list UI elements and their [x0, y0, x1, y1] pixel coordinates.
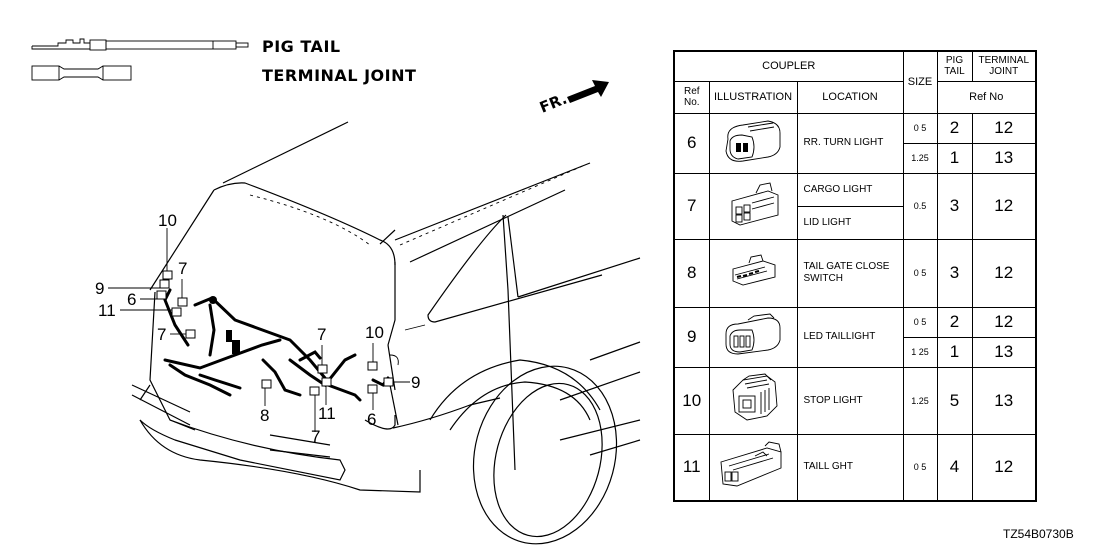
- callout-7-lower-left: 7: [157, 325, 167, 344]
- location-cell: TAIL GATE CLOSE SWITCH: [796, 238, 904, 308]
- header-location: LOCATION: [796, 80, 904, 114]
- ref-cell: 8: [673, 238, 710, 308]
- connector-markers: [156, 270, 394, 396]
- size-cell: 0 5: [902, 433, 938, 502]
- terminal-joint-label: TERMINAL JOINT: [262, 66, 417, 85]
- table-row: 1 25 1 13: [674, 336, 1037, 368]
- illustration-cell: [708, 112, 798, 174]
- size-cell: 0 5: [902, 238, 938, 308]
- wire-harness: [163, 288, 390, 402]
- table-row: 9 LED TAILLIGHT 0 5 2 12: [673, 306, 1037, 368]
- legend-illustrations: [31, 38, 249, 81]
- connector-square-latch-icon: [732, 373, 778, 421]
- terminal-joint-cell: 12: [971, 238, 1037, 308]
- pig-tail-cell: 1: [936, 336, 973, 368]
- location-cell: TAILL GHT: [796, 433, 904, 502]
- terminal-joint-cell: 13: [971, 366, 1037, 435]
- connector-small-flat-icon: [732, 253, 776, 285]
- location-cell: LID LIGHT: [796, 205, 904, 240]
- callout-6-left: 6: [127, 290, 137, 309]
- header-size: SIZE: [902, 50, 938, 114]
- illustration-cell: [708, 366, 798, 435]
- terminal-joint-cell: 12: [971, 112, 1037, 144]
- table-row: 1.25 1 13: [674, 142, 1037, 174]
- header-terminal-joint-text: TERMINAL JOINT: [978, 55, 1030, 78]
- ref-cell: 9: [673, 306, 710, 368]
- header-pig-tail-text: PIG TAIL: [944, 55, 965, 78]
- vehicle-body-outline: [131, 121, 641, 545]
- size-cell: 0 5: [902, 112, 938, 144]
- terminal-joint-cell: 12: [971, 172, 1037, 240]
- size-cell: 1 25: [902, 336, 938, 368]
- pig-tail-cell: 2: [936, 112, 973, 144]
- diagram-part-code: TZ54B0730B: [1003, 527, 1074, 541]
- callout-7-bottom: 7: [311, 427, 321, 446]
- ref-cell: 6: [673, 112, 710, 174]
- pig-tail-label: PIG TAIL: [262, 37, 341, 56]
- callout-11-center: 11: [318, 404, 336, 423]
- size-cell: 0 5: [902, 306, 938, 338]
- location-cell: LED TAILLIGHT: [796, 306, 904, 368]
- callout-7-upper-left: 7: [178, 259, 188, 278]
- illustration-cell: [708, 433, 798, 502]
- callout-leader-lines: [108, 228, 410, 432]
- vehicle-harness-diagram: [108, 121, 641, 545]
- location-cell: STOP LIGHT: [796, 366, 904, 435]
- illustration-cell: [708, 172, 798, 240]
- header-ref-no-text: Ref No.: [683, 86, 700, 108]
- pig-tail-cell: 3: [936, 172, 973, 240]
- header-coupler: COUPLER: [673, 50, 904, 82]
- header-ref-no: Ref No.: [673, 80, 710, 114]
- illustration-cell: [708, 306, 798, 368]
- pig-tail-cell: 3: [936, 238, 973, 308]
- pig-tail-icon: [31, 38, 249, 51]
- terminal-joint-cell: 12: [971, 306, 1037, 338]
- terminal-joint-cell: 13: [971, 142, 1037, 174]
- ref-cell: 7: [673, 172, 710, 240]
- table-row: 7 CARGO LIGHT 0.5 3 12: [673, 172, 1037, 240]
- header-pig-tail: PIG TAIL: [936, 50, 973, 82]
- callout-11-left: 11: [98, 301, 116, 320]
- header-ref-no-sub: Ref No: [936, 80, 1037, 114]
- illustration-cell: [708, 238, 798, 308]
- terminal-joint-cell: 12: [971, 433, 1037, 502]
- callout-9-left: 9: [95, 279, 105, 298]
- coupler-table: COUPLER SIZE PIG TAIL TERMINAL JOINT Ref…: [673, 50, 1037, 502]
- pig-tail-cell: 4: [936, 433, 973, 502]
- callout-7-center: 7: [317, 325, 327, 344]
- connector-3pin-oval-icon: [725, 313, 781, 354]
- location-cell: RR. TURN LIGHT: [796, 112, 904, 174]
- callout-6-right: 6: [367, 410, 377, 429]
- table-row: 11 TAILL GHT 0 5 4 12: [673, 433, 1037, 502]
- location-text: TAIL GATE CLOSE SWITCH: [803, 261, 890, 284]
- location-cell: CARGO LIGHT: [796, 172, 904, 207]
- callout-8: 8: [260, 406, 270, 425]
- size-cell: 1.25: [902, 142, 938, 174]
- front-arrow-icon: [567, 80, 609, 103]
- table-row: 6 RR. TURN LIGHT 0 5 2 12: [673, 112, 1037, 174]
- callout-10-right: 10: [365, 323, 384, 342]
- connector-multi-pin-block-icon: [731, 181, 779, 225]
- ref-cell: 11: [673, 433, 710, 502]
- terminal-joint-cell: 13: [971, 336, 1037, 368]
- terminal-joint-icon: [31, 65, 132, 81]
- pig-tail-cell: 2: [936, 306, 973, 338]
- callout-10-left: 10: [158, 211, 177, 230]
- pig-tail-cell: 5: [936, 366, 973, 435]
- table-row: 8 TAIL GATE CLOSE SWITCH 0 5 3 12: [673, 238, 1037, 308]
- size-cell: 0.5: [902, 172, 938, 240]
- pig-tail-cell: 1: [936, 142, 973, 174]
- header-terminal-joint: TERMINAL JOINT: [971, 50, 1037, 82]
- header-illustration: ILLUSTRATION: [708, 80, 798, 114]
- ref-cell: 10: [673, 366, 710, 435]
- table-row: 10 STOP LIGHT 1.25 5 13: [673, 366, 1037, 435]
- size-cell: 1.25: [902, 366, 938, 435]
- connector-2pin-long-icon: [720, 441, 782, 487]
- connector-3pin-rounded-icon: [725, 120, 781, 162]
- callout-9-right: 9: [411, 373, 421, 392]
